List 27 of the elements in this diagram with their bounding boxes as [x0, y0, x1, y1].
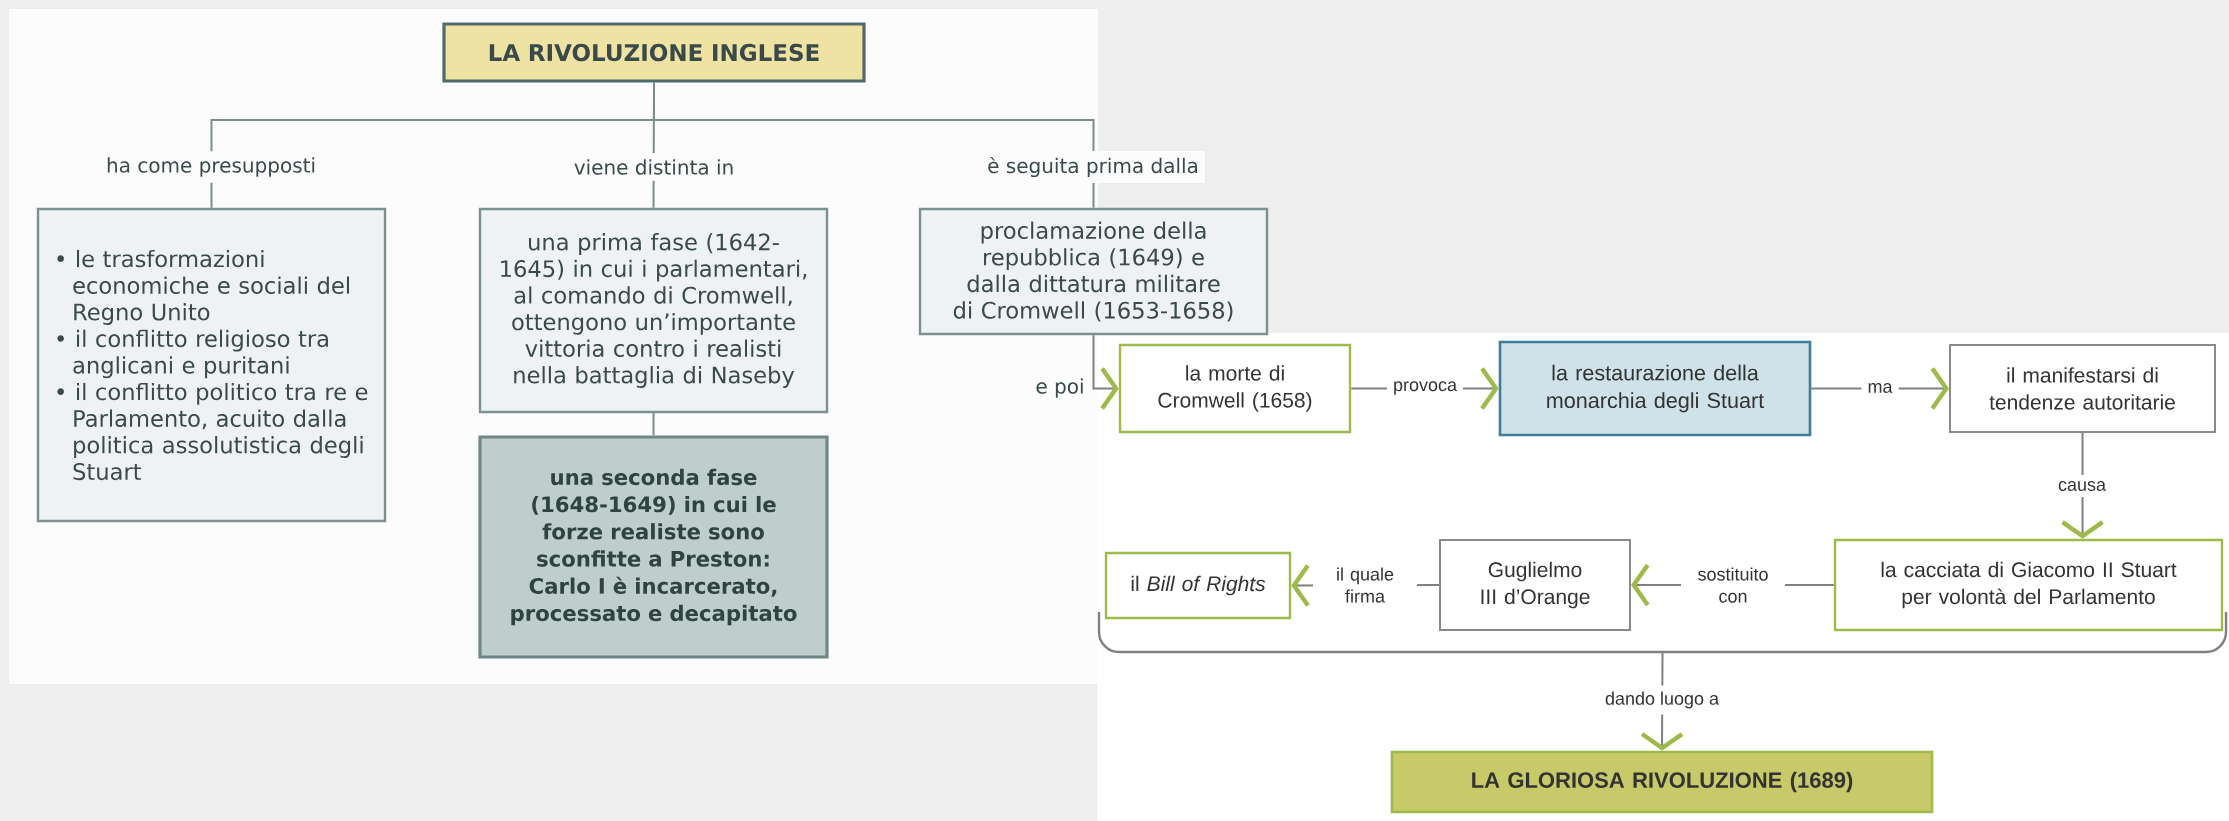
concept-box: la restaurazione della monarchia degli Stuart: [1498, 340, 1812, 437]
edge-label: ha come presupposti: [100, 151, 322, 183]
connector: [652, 412, 655, 437]
concept-box: una prima fase (1642-1645) in cui i parlamentari, al comando di Cromwell, ottengono un’importante vittoria contro i realisti nella battaglia di Naseby: [478, 207, 829, 414]
edge-label: sostituito con: [1681, 561, 1785, 609]
concept-box: • le trasformazioni economiche e sociali del Regno Unito • il conflitto religioso tra anglicani e puritani • il conflitto politico tra re e Parlamento, acuito dalla politica assolutistica degli Stuart: [36, 207, 387, 523]
bracket: [1097, 612, 2228, 654]
edge-label: è seguita prima dalla: [981, 150, 1205, 184]
edge-label: ma: [1861, 377, 1899, 399]
concept-box: il manifestarsi di tendenze autoritarie: [1949, 344, 2216, 433]
title-box: LA RIVOLUZIONE INGLESE: [442, 22, 866, 83]
concept-box: Guglielmo III d’Orange: [1439, 539, 1631, 631]
edge-label: provoca: [1387, 375, 1464, 401]
edge-label: dando luogo a: [1598, 685, 1726, 715]
connector: [653, 81, 1095, 209]
edge-label: viene distinta in: [567, 153, 741, 181]
concept-box: la cacciata di Giacomo II Stuart per volontà del Parlamento: [1833, 538, 2224, 632]
edge-label: e poi: [1029, 372, 1091, 404]
connector: [2061, 432, 2104, 539]
concept-box: proclamazione della repubblica (1649) e dalla dittatura militare di Cromwell (1653-1658): [918, 207, 1269, 336]
concept-box: il Bill of Rights: [1104, 551, 1292, 620]
connector: [1092, 334, 1119, 410]
concept-box: una seconda fase (1648-1649) in cui le forze realiste sono sconfitte a Preston: Carlo I è incarcerato, processato e decapitato: [478, 435, 829, 659]
edge-label: causa: [2052, 475, 2113, 497]
concept-box: la morte di Cromwell (1658): [1118, 343, 1352, 434]
edge-label: il quale firma: [1313, 561, 1417, 609]
concept-box: LA GLORIOSA RIVOLUZIONE (1689): [1390, 750, 1934, 814]
